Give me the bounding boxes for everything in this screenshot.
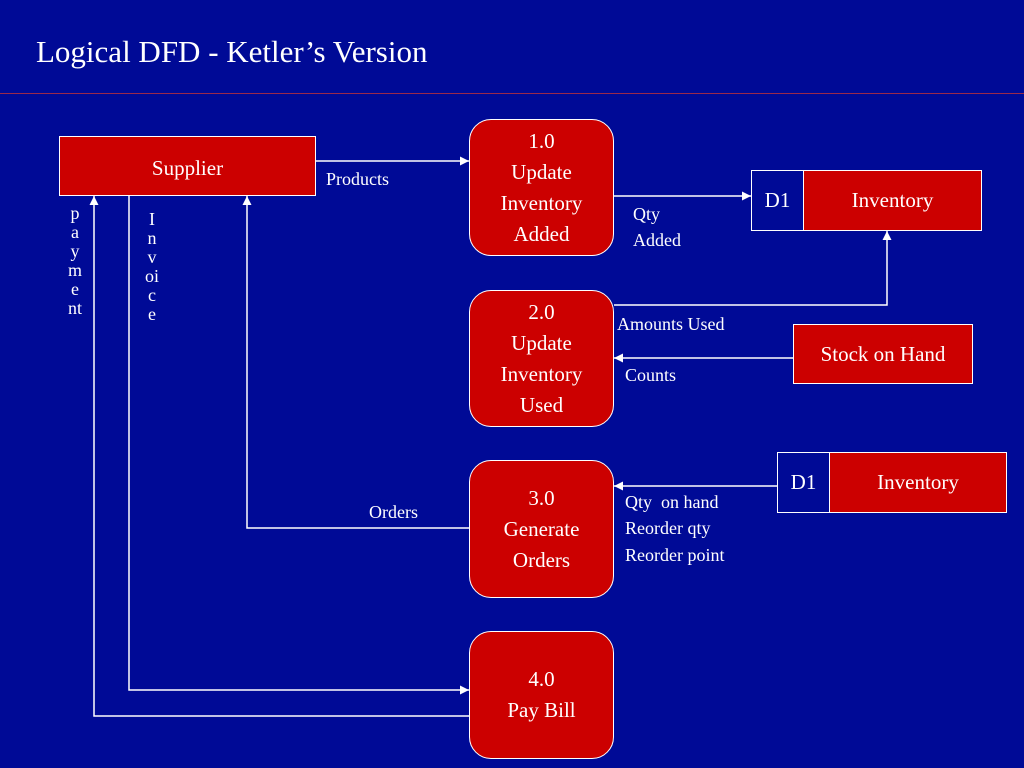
flow-payment [89,196,469,717]
slide-title: Logical DFD - Ketler’s Version [36,34,428,69]
process-1-update-inventory-added: 1.0 Update Inventory Added [469,119,614,256]
flow-label-qty: Qty [633,204,660,224]
process-number: 3.0 [528,485,555,510]
flow-label-reorder-point: Reorder point [625,545,725,565]
process-name-line: Used [519,392,564,417]
process-3-generate-orders: 3.0 Generate Orders [469,460,614,598]
supplier-label: Supplier [151,156,224,180]
flow-label-reorder-qty: Reorder qty [625,518,711,538]
data-store-inventory-top: D1 Inventory [751,170,982,231]
process-name-line: Pay Bill [507,698,576,722]
process-number: 4.0 [528,667,555,691]
data-store-inventory-bottom: D1 Inventory [777,452,1007,513]
stock-on-hand-entity: Stock on Hand [793,324,973,384]
flow-label-qty-on-hand: Qty on hand [625,492,719,512]
flow-orders [242,196,469,529]
flow-invoice [128,196,469,695]
flow-label-amounts-used: Amounts Used [617,314,725,334]
process-name-line: Inventory [500,361,583,386]
flow-label-orders: Orders [369,502,418,522]
supplier-entity: Supplier [59,136,316,196]
data-store-name: Inventory [804,171,981,230]
data-store-name: Inventory [830,453,1006,512]
flow-label-added: Added [633,230,681,250]
process-name-line: Inventory [500,190,583,215]
process-4-pay-bill: 4.0 Pay Bill [469,631,614,759]
process-name-line: Update [511,159,572,184]
flow-label-invoice: Invoice [145,209,160,324]
data-store-id: D1 [752,171,804,230]
process-2-update-inventory-used: 2.0 Update Inventory Used [469,290,614,427]
data-store-id: D1 [778,453,830,512]
stock-on-hand-label: Stock on Hand [820,341,946,366]
flow-label-payment: payment [68,203,83,318]
process-name-line: Added [513,221,570,246]
process-number: 2.0 [528,299,555,324]
flow-amounts-used [614,231,892,306]
flow-label-products: Products [326,169,389,189]
process-number: 1.0 [528,128,555,153]
process-name-line: Update [511,330,572,355]
process-name-line: Orders [512,547,571,572]
process-name-line: Generate [503,516,580,541]
flow-label-counts: Counts [625,365,677,385]
title-divider [0,93,1024,94]
